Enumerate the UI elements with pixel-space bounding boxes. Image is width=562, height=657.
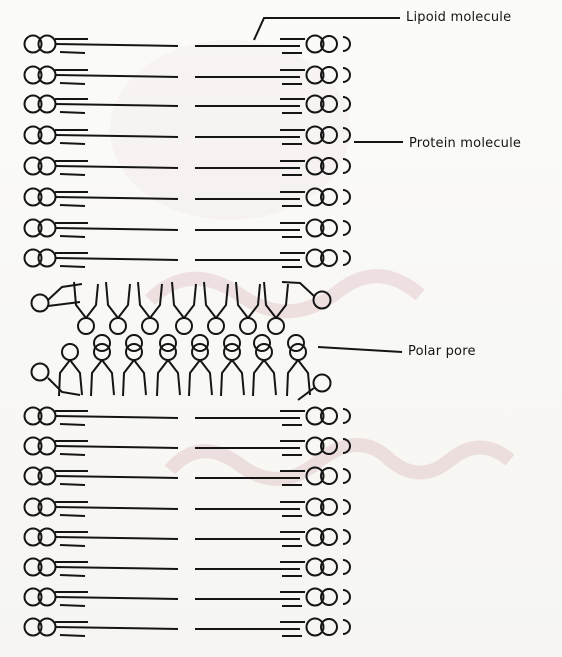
lipid-tail — [134, 360, 146, 395]
lipid-tail — [200, 360, 212, 395]
lipid-row — [25, 250, 351, 268]
lipid-head — [32, 364, 49, 381]
lipid-tail — [157, 360, 168, 396]
lipid-tail — [60, 484, 85, 485]
polar-pore-leader-line — [318, 347, 402, 352]
lipid-head — [78, 318, 94, 334]
lipid-tail — [221, 360, 232, 396]
lipid-tail — [189, 360, 200, 396]
lipid-row — [25, 408, 351, 426]
lipid-head — [208, 318, 224, 334]
lipid-tail — [60, 635, 85, 636]
lipid-head — [32, 295, 49, 312]
lipid-tail — [253, 360, 264, 396]
lipid-tail — [60, 143, 85, 144]
lipid-row — [25, 529, 351, 547]
lipid-tail — [55, 446, 178, 448]
lipid-tail — [70, 360, 82, 395]
lipid-head — [314, 375, 331, 392]
lipid-tail — [60, 575, 85, 576]
lipid-tail — [60, 112, 85, 113]
protein-icon — [343, 500, 350, 514]
lipid-tail — [48, 378, 80, 395]
lipid-head — [240, 318, 256, 334]
lipid-head — [110, 318, 126, 334]
lipid-tail — [298, 360, 310, 395]
polar-pore-region — [32, 282, 331, 400]
protein-icon — [343, 560, 350, 574]
protein-icon — [343, 251, 350, 265]
lipid-tail — [60, 83, 85, 84]
lipid-tail — [60, 454, 85, 455]
lipid-head — [142, 318, 158, 334]
lipid-row — [25, 499, 351, 517]
protein-icon — [343, 221, 350, 235]
lipid-row — [25, 619, 351, 637]
lipid-head — [62, 344, 78, 360]
protein-icon — [343, 469, 350, 483]
lipid-row — [25, 220, 351, 238]
lipid-tail — [55, 627, 178, 629]
lipid-tail — [60, 205, 85, 206]
protein-icon — [343, 620, 350, 634]
lipid-tail — [184, 284, 196, 318]
lipid-head — [176, 318, 192, 334]
lipid-row — [25, 589, 351, 607]
lipid-tail — [74, 282, 86, 318]
lipid-tail — [123, 360, 134, 396]
lipid-tail — [106, 282, 118, 318]
protein-molecule-label: Protein molecule — [409, 136, 521, 151]
lipid-tail — [55, 228, 178, 230]
lipid-tail — [60, 545, 85, 546]
lipid-head — [256, 344, 272, 360]
lipid-tail — [86, 284, 98, 318]
lipid-head — [290, 344, 306, 360]
protein-icon — [343, 37, 350, 51]
lipid-tail — [55, 597, 178, 599]
protein-icon — [343, 409, 350, 423]
protein-icon — [343, 590, 350, 604]
lipid-tail — [298, 388, 314, 400]
lipoid-molecule-label: Lipoid molecule — [406, 10, 511, 25]
lipid-tail — [118, 284, 130, 318]
lipid-row — [25, 559, 351, 577]
lipid-tail — [60, 52, 85, 53]
lipid-tail — [48, 284, 82, 300]
lipid-tail — [60, 424, 85, 425]
lipid-tail — [55, 416, 178, 418]
lipid-tail — [60, 174, 85, 175]
lipid-tail — [55, 44, 178, 46]
lipid-tail — [55, 258, 178, 260]
protein-icon — [343, 530, 350, 544]
lipid-tail — [232, 360, 244, 395]
lipid-tail — [55, 476, 178, 478]
lipid-tail — [60, 266, 85, 267]
lipid-tail — [138, 282, 150, 318]
lipid-tail — [60, 605, 85, 606]
protein-icon — [343, 159, 350, 173]
protein-icon — [343, 190, 350, 204]
lipid-tail — [287, 360, 298, 396]
lipid-tail — [264, 360, 276, 395]
polar-pore-label: Polar pore — [408, 344, 476, 359]
protein-icon — [343, 68, 350, 82]
lipid-tail — [60, 236, 85, 237]
lipid-tail — [55, 567, 178, 569]
lipid-tail — [55, 507, 178, 509]
lipid-tail — [91, 360, 102, 396]
lipid-tail — [55, 537, 178, 539]
lipid-head — [268, 318, 284, 334]
lipid-tail — [60, 515, 85, 516]
lipid-tail — [102, 360, 114, 395]
lipid-tail — [168, 360, 180, 395]
